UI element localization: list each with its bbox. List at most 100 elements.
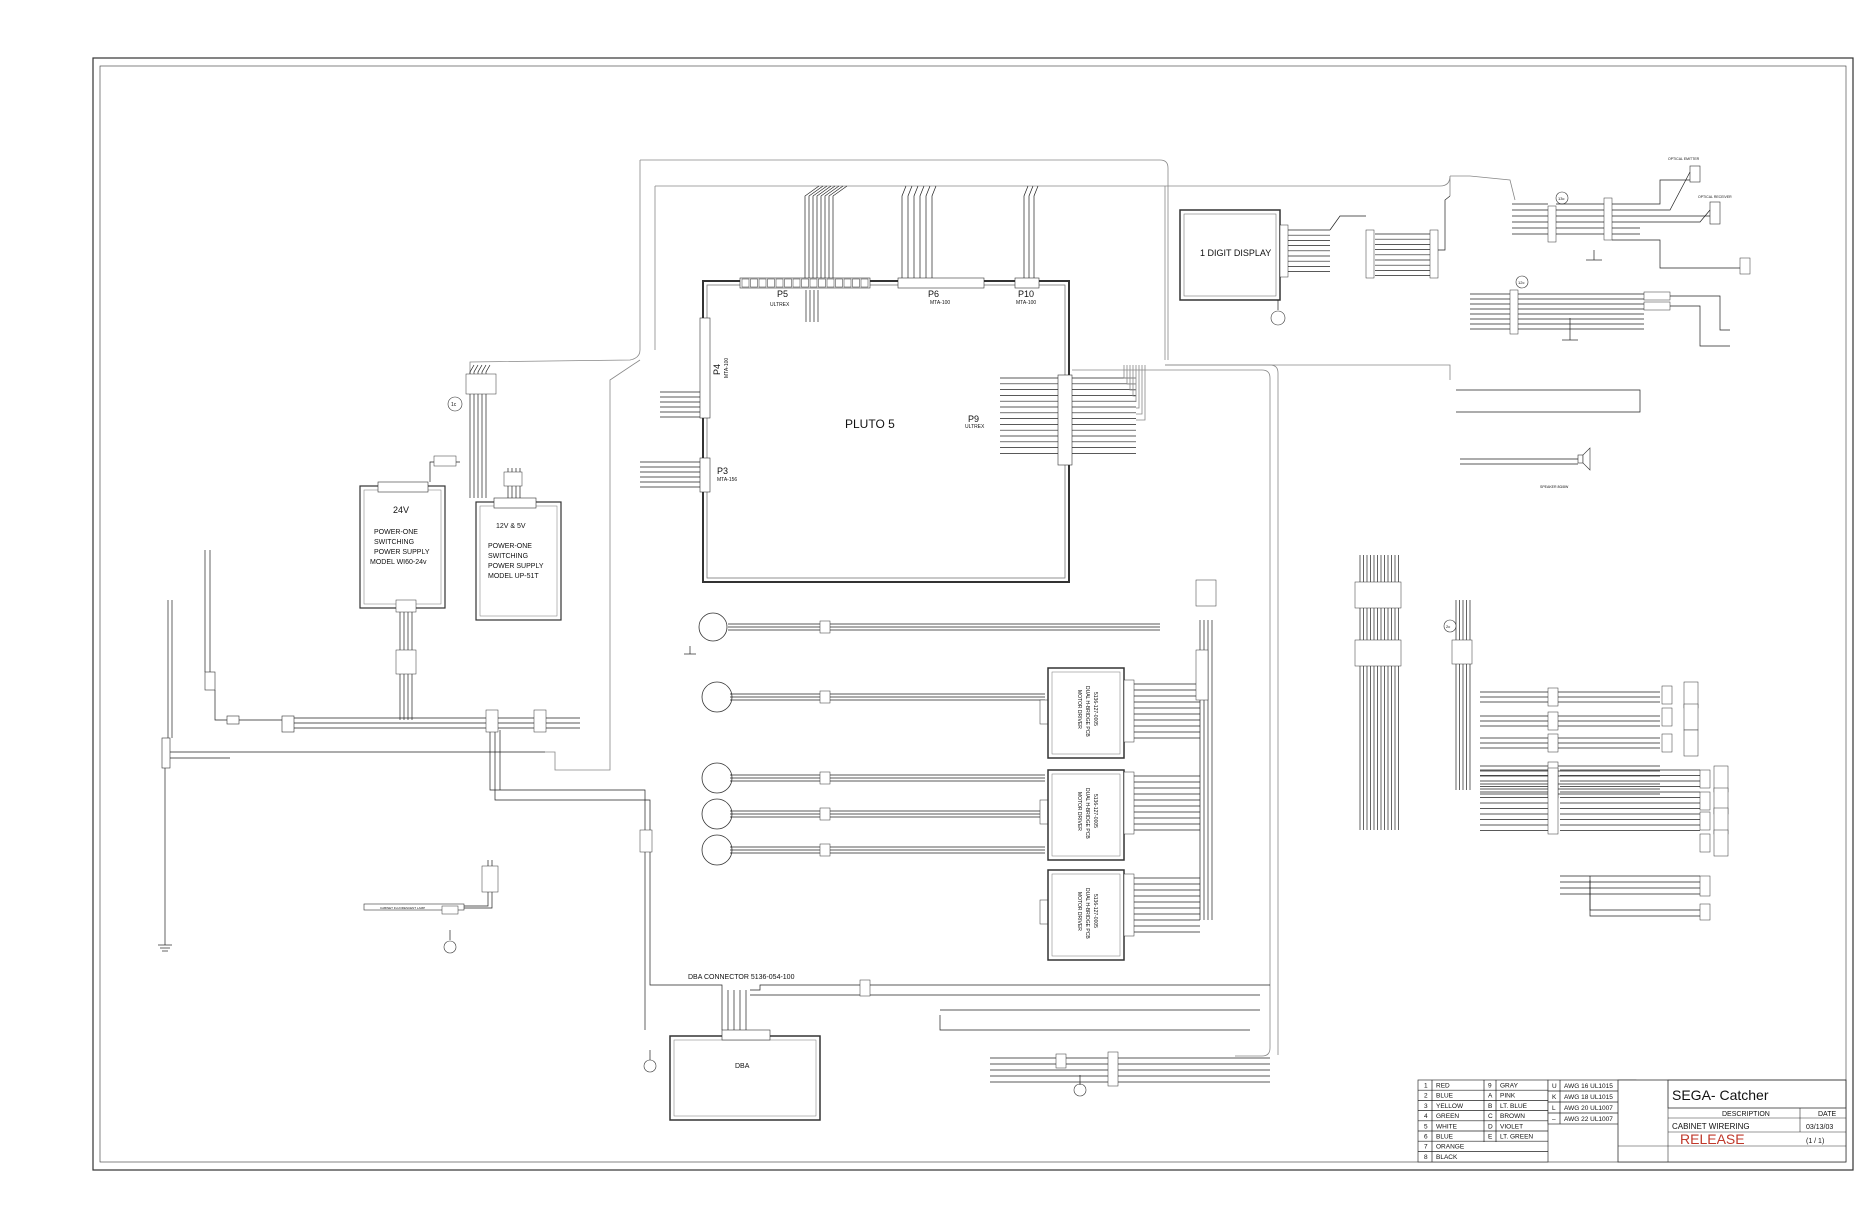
- lamp-inline-connector: [441, 905, 459, 915]
- optical-receiver-label: OPTICAL RECEIVER: [1698, 195, 1732, 199]
- p9-type-label: ULTREX: [965, 424, 985, 430]
- motor-up-down: [701, 834, 733, 866]
- right-2c-connector: [1451, 639, 1473, 665]
- p6-wire: [901, 185, 907, 278]
- switch-bank-connector: [1547, 767, 1559, 835]
- callout-12c-text: 12c: [1518, 280, 1524, 285]
- callout-1c-text: 1c: [451, 402, 457, 408]
- ground-symbol-bottom: [1073, 1075, 1087, 1097]
- right-wire: [1612, 239, 1740, 269]
- driver-out-connector: [1123, 679, 1135, 743]
- bottom-small-connector: [1055, 1053, 1067, 1069]
- speaker-label: SPEAKER 8Ω/8W: [1540, 485, 1569, 489]
- ac-junction-connector-2: [533, 709, 547, 733]
- callout-1c: [447, 396, 463, 412]
- ps-top-wire: [481, 364, 487, 498]
- p10-wire: [1023, 185, 1029, 278]
- title-col-description: DESCRIPTION: [1722, 1111, 1770, 1118]
- ps-12v-connector: [493, 497, 537, 509]
- ac-main-bus: [545, 359, 641, 771]
- driver-1-line1: MOTOR DRIVER: [1076, 690, 1082, 729]
- line-filter: [281, 715, 295, 733]
- title-date: 03/13/03: [1806, 1124, 1833, 1131]
- legend-code: A: [1488, 1093, 1493, 1100]
- sheet-number: (1 / 1): [1806, 1138, 1824, 1145]
- p5-wire: [804, 185, 820, 278]
- legend-color: BLUE: [1436, 1134, 1454, 1141]
- motor-inline-connector: [819, 843, 831, 857]
- legend-color: WHITE: [1436, 1123, 1458, 1130]
- bus-left-drop: [469, 160, 641, 380]
- p5-wire: [824, 185, 840, 278]
- title-description: CABINET WIRERING: [1672, 1122, 1750, 1131]
- legend-num: 3: [1424, 1103, 1428, 1110]
- p9-riser: [1123, 365, 1136, 379]
- legend-num: 6: [1424, 1134, 1428, 1141]
- p4-wires: [660, 391, 700, 418]
- p9-riser: [1132, 365, 1136, 397]
- p5-pin: [843, 278, 852, 288]
- driver-out-connector: [1123, 771, 1135, 835]
- fuse-holder: [226, 715, 240, 725]
- button-lamp-wire: [1456, 389, 1641, 413]
- ps-24v-line3: POWER SUPPLY: [374, 549, 430, 556]
- p3-wires: [640, 461, 700, 488]
- motor-wires: [728, 620, 1160, 925]
- ground-symbol-center: [443, 930, 457, 954]
- p5-pin: [792, 278, 801, 288]
- right-bus-connector: [1354, 581, 1402, 609]
- ground-symbol-left: [158, 935, 172, 952]
- connector-p3: P3 MTA-156: [699, 457, 737, 493]
- lamp-connector: [481, 865, 499, 893]
- speaker-icon: [1577, 447, 1591, 471]
- motor-upper-left: [684, 612, 728, 655]
- dba-connector: [721, 1029, 771, 1041]
- power-supply-12v-5v: [475, 501, 562, 621]
- p10-type-label: MTA-100: [1016, 300, 1036, 306]
- callout-13c-text: 13c: [1558, 196, 1564, 201]
- p5-wire: [808, 185, 824, 278]
- sensor-connector: [1547, 733, 1559, 753]
- dba-coin-wire: [750, 984, 860, 991]
- driver-2-line2: DUAL H-BRIDGE PCB: [1084, 788, 1090, 839]
- sensor-connector: [1547, 687, 1559, 707]
- motor-left-right: [701, 798, 733, 830]
- p5-pin: [741, 278, 750, 288]
- receiver-wire-2: [1640, 209, 1711, 223]
- wire-code: U: [1552, 1083, 1557, 1090]
- coin-wire-2: [1670, 305, 1730, 347]
- connector-13c: [1603, 197, 1613, 241]
- ps-24v-top-connector: [433, 455, 457, 467]
- legend-color: ORANGE: [1436, 1144, 1465, 1151]
- coin-acceptor-connector: [1643, 291, 1671, 301]
- sensor-end-frame: [1683, 703, 1699, 731]
- display-link: [1329, 215, 1366, 231]
- switch-connector: [1699, 833, 1711, 853]
- p6-wire: [919, 185, 925, 278]
- p5-label: P5: [777, 289, 788, 299]
- driver-out-connector: [1123, 873, 1135, 937]
- ps-12v-line1: POWER-ONE: [488, 543, 532, 550]
- p5-type-label: ULTREX: [770, 302, 790, 308]
- dba-label: DBA: [735, 1063, 750, 1070]
- p5-wire: [828, 185, 844, 278]
- display-wires: [1288, 195, 1451, 279]
- p3-label: P3: [717, 466, 728, 476]
- switch-connector: [1699, 769, 1711, 789]
- ps-inline-connector: [395, 649, 417, 675]
- ps-24v-line2: SWITCHING: [374, 539, 414, 546]
- ac-input-wiring: [164, 359, 723, 1030]
- ps-12v-line2: SWITCHING: [488, 553, 528, 560]
- p5-pin: [758, 278, 767, 288]
- p5-pin: [826, 278, 835, 288]
- driver-1-line3: 5136-127-0005: [1092, 692, 1098, 726]
- ps-top-wire: [473, 364, 479, 498]
- title-text: SEGA- Catcher: [1672, 1087, 1769, 1103]
- display-ground-symbol: [1270, 310, 1286, 326]
- wire-spec: AWG 22 UL1007: [1564, 1116, 1613, 1123]
- p6-wire: [907, 185, 913, 278]
- ac-dba-feed: [489, 720, 646, 1030]
- power-supply-wires: [395, 364, 523, 720]
- legend-num: 1: [1424, 1083, 1428, 1090]
